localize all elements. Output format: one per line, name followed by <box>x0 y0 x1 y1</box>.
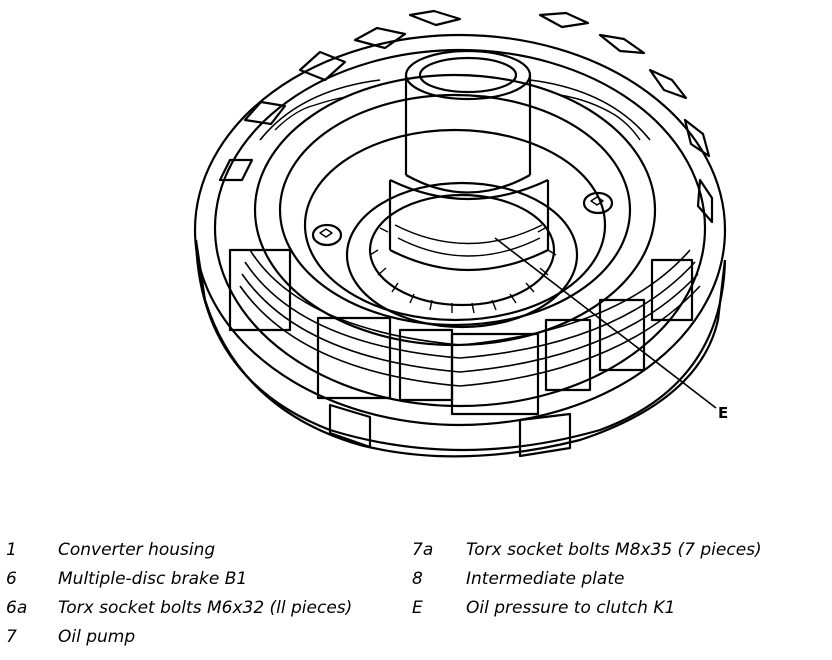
bearing-ring-inner <box>368 193 556 307</box>
legend-number: 8 <box>412 568 423 589</box>
inner-ring-1 <box>253 73 657 347</box>
legend-row: 6 Multiple-disc brake B1 <box>6 564 352 593</box>
legend-row: 7 Oil pump <box>6 622 352 651</box>
legend-row: 1 Converter housing <box>6 535 352 564</box>
legend-text: Multiple-disc brake B1 <box>58 568 248 589</box>
torx-bolts <box>311 191 614 247</box>
legend-text: Oil pump <box>58 626 136 647</box>
legend-text: Torx socket bolts M6x32 (ll pieces) <box>58 597 353 618</box>
callout-leader-line <box>494 237 717 409</box>
inner-ring-3 <box>303 128 607 322</box>
legend-text: Oil pressure to clutch K1 <box>466 597 676 618</box>
legend-right-column: 7a Torx socket bolts M8x35 (7 pieces) 8 … <box>412 535 762 622</box>
outer-teeth <box>218 9 714 224</box>
legend-text: Intermediate plate <box>466 568 625 589</box>
outer-ring-top <box>193 33 727 427</box>
legend-number: 1 <box>6 539 17 560</box>
inner-ring-2 <box>278 93 632 327</box>
bearing-ring-outer <box>345 181 579 329</box>
callout-label-e: E <box>718 404 729 422</box>
legend-number: 6a <box>6 597 28 618</box>
transmission-assembly-drawing <box>193 9 727 458</box>
central-shaft <box>388 49 550 272</box>
legend-left-column: 1 Converter housing 6 Multiple-disc brak… <box>6 535 352 651</box>
legend-number: 7a <box>412 539 434 560</box>
legend-number: E <box>412 597 423 618</box>
legend-number: 6 <box>6 568 17 589</box>
legend-row: 7a Torx socket bolts M8x35 (7 pieces) <box>412 535 762 564</box>
legend-row: E Oil pressure to clutch K1 <box>412 593 762 622</box>
front-lugs <box>228 248 694 458</box>
legend-text: Converter housing <box>58 539 216 560</box>
legend-text: Torx socket bolts M8x35 (7 pieces) <box>466 539 762 560</box>
legend-row: 6a Torx socket bolts M6x32 (ll pieces) <box>6 593 352 622</box>
outer-ring-inner <box>213 48 707 408</box>
bearing-rollers <box>369 227 557 314</box>
legend-number: 7 <box>6 626 17 647</box>
legend-row: 8 Intermediate plate <box>412 564 762 593</box>
